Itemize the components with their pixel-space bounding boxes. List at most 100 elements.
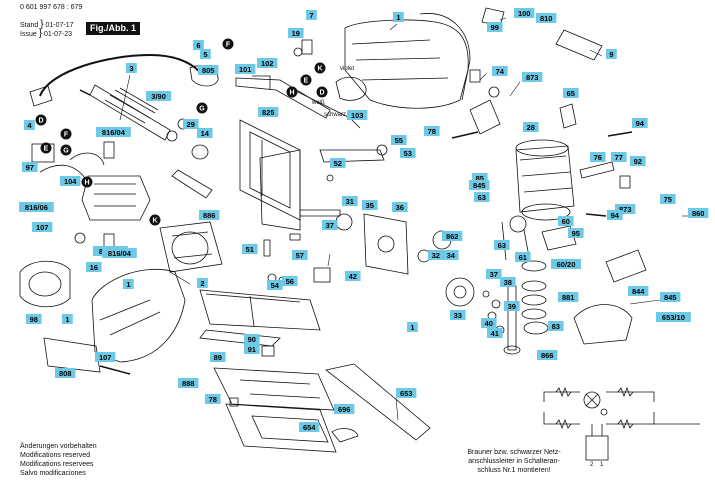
- part-label-box: [244, 344, 260, 354]
- part-label-p8164b: 816/04: [102, 248, 137, 258]
- part-label-text: 76: [594, 153, 602, 162]
- part-label-text: 844: [632, 287, 645, 296]
- bush-65: [559, 103, 577, 129]
- wire-label-weiss: weiß: [311, 100, 325, 106]
- part-label-box: [32, 222, 53, 232]
- switch-102: [252, 75, 271, 90]
- part-label-text: 862: [446, 232, 459, 241]
- part-label-text: 19: [292, 29, 300, 38]
- screw-19: [293, 47, 303, 57]
- part-label-p1a: 1: [393, 12, 404, 22]
- wiring-schematic: [543, 386, 700, 461]
- part-label-box: [548, 321, 564, 331]
- part-label-box: [492, 66, 508, 76]
- callout-cG1: G: [196, 102, 208, 114]
- part-label-p60: 60: [558, 216, 574, 226]
- part-label-p8160a: 816/06: [19, 202, 54, 212]
- callout-letter: D: [319, 90, 324, 97]
- part-label-box: [474, 192, 490, 202]
- lever-101: [235, 77, 331, 119]
- callout-letter: K: [152, 218, 157, 225]
- callout-circle: [40, 142, 52, 154]
- part-label-text: 3: [129, 64, 133, 73]
- part-label-p9: 9: [606, 49, 617, 59]
- part-label-text: 75: [664, 195, 672, 204]
- part-label-text: 98: [30, 315, 38, 324]
- housing-upper-1: [344, 19, 469, 109]
- part-label-box: [660, 194, 676, 204]
- part-label-box: [197, 278, 208, 288]
- callout-cG2: G: [60, 144, 72, 156]
- callout-letter: H: [289, 90, 294, 97]
- part-label-text: 65: [567, 89, 575, 98]
- part-label-box: [660, 292, 681, 302]
- callout-letter: E: [304, 78, 309, 85]
- motor-cap: [19, 260, 71, 308]
- part-label-text: 37: [490, 270, 498, 279]
- roller-61: [509, 215, 527, 233]
- switch-assembly: [81, 175, 151, 221]
- guide-653-10: [573, 304, 633, 345]
- bearing-14: [191, 144, 209, 160]
- part-label-box: [123, 279, 134, 289]
- part-label-box: [688, 208, 709, 218]
- part-label-text: 845: [664, 293, 677, 302]
- ring-881: [521, 294, 547, 306]
- part-label-text: 63: [498, 241, 506, 250]
- part-label-text: 654: [303, 423, 316, 432]
- wiring-line: anschlussleiter in Schalteran-: [468, 458, 560, 465]
- part-label-p860: 860: [688, 208, 709, 218]
- modifications-notice: Änderungen vorbehalten Modifications res…: [20, 442, 97, 478]
- part-label-box: [292, 250, 308, 260]
- armature: [79, 84, 178, 142]
- part-label-box: [183, 119, 199, 129]
- part-label-p65: 65: [563, 88, 579, 98]
- part-label-p100: 100: [514, 8, 535, 18]
- callout-circle: [222, 38, 234, 50]
- clip-7: [301, 39, 313, 55]
- part-label-box: [656, 312, 691, 322]
- part-label-text: 41: [491, 329, 499, 338]
- part-label-p36: 36: [392, 202, 408, 212]
- callout-cE2: E: [300, 74, 312, 86]
- part-label-p8164a: 816/04: [96, 127, 131, 137]
- gear-frame-825: [239, 119, 301, 221]
- part-label-box: [322, 220, 338, 230]
- part-label-box: [486, 269, 502, 279]
- speed-control: [335, 76, 367, 101]
- part-label-p35: 35: [362, 200, 378, 210]
- part-label-text: 808: [59, 369, 72, 378]
- stand-value: 01-07-17: [45, 22, 74, 29]
- lever-844: [605, 249, 647, 283]
- part-label-text: 39: [508, 302, 516, 311]
- part-label-text: 32: [432, 251, 440, 260]
- part-label-box: [178, 378, 199, 388]
- wiring-line: schluss Nr.1 montieren!: [477, 467, 551, 474]
- part-label-p90: 90: [244, 334, 260, 344]
- part-label-box: [347, 110, 368, 120]
- part-label-p33: 33: [450, 310, 466, 320]
- screw-107b: [99, 365, 131, 375]
- screw-16: [74, 232, 86, 244]
- part-label-p1b: 1: [123, 279, 134, 289]
- part-label-text: 94: [636, 119, 645, 128]
- part-label-box: [345, 271, 361, 281]
- chip-guard-696: [331, 428, 359, 443]
- ring-60-20: [521, 260, 547, 272]
- part-label-box: [494, 240, 510, 250]
- part-label-text: 78: [209, 395, 217, 404]
- gear-tower-860: [515, 139, 575, 221]
- part-label-p107b: 107: [95, 352, 116, 362]
- callout-letter: H: [84, 180, 89, 187]
- stand-label: Stand: [20, 22, 39, 29]
- callout-circle: [149, 214, 161, 226]
- callout-circle: [60, 128, 72, 140]
- part-label-p104: 104: [60, 176, 81, 186]
- part-label-box: [334, 404, 355, 414]
- part-label-text: 816/06: [25, 203, 48, 212]
- part-label-box: [126, 63, 137, 73]
- part-label-text: 888: [182, 379, 195, 388]
- part-label-p63b: 63: [474, 192, 490, 202]
